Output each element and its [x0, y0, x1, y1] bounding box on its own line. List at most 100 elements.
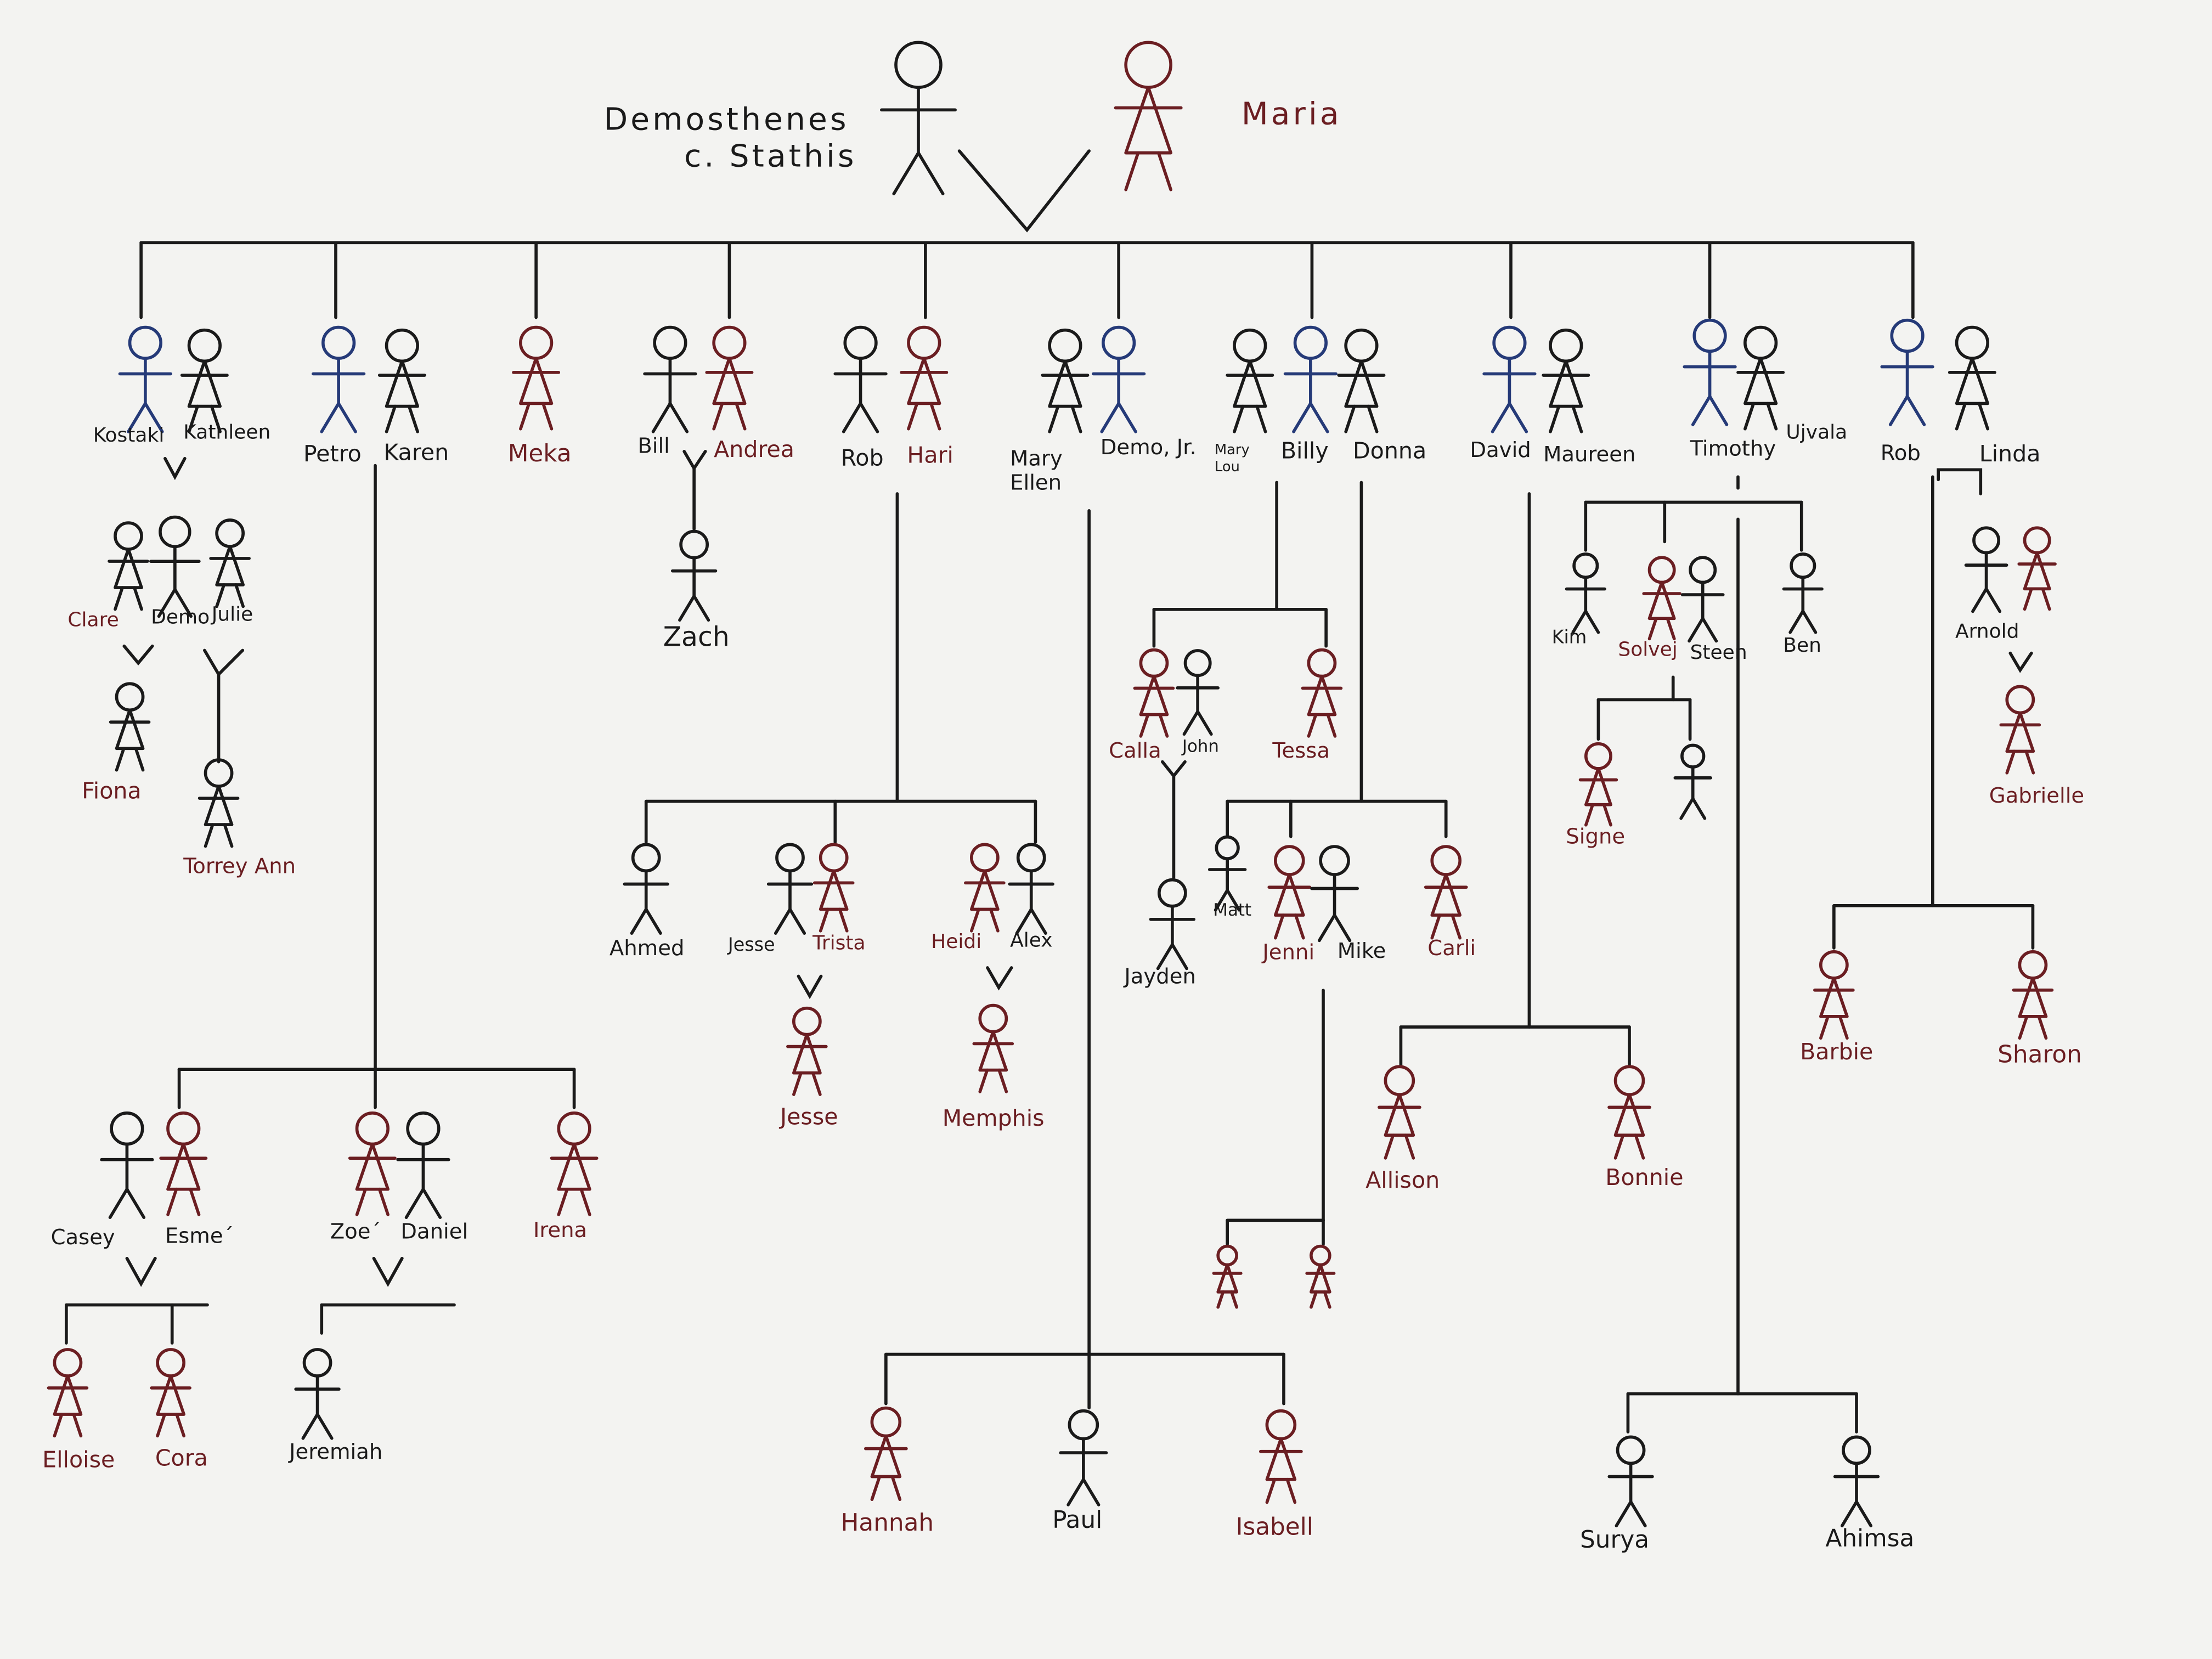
name-jeremiah: Jeremiah — [288, 1440, 382, 1464]
figure-billy — [1283, 325, 1338, 433]
figure-hannah — [864, 1406, 908, 1502]
name-allison: Allison — [1365, 1167, 1440, 1193]
figure-heidi — [964, 843, 1006, 933]
name-mary-lou-line1: Mary — [1215, 442, 1250, 458]
name-zach: Zach — [663, 622, 730, 653]
figure-jesse-2 — [786, 1006, 828, 1096]
name-andrea: Andrea — [714, 436, 794, 462]
name-fiona: Fiona — [82, 777, 142, 804]
name-isabell: Isabell — [1236, 1513, 1313, 1541]
figure-grandchild-2 — [1305, 1244, 1336, 1309]
figure-carli — [1424, 845, 1468, 940]
name-clare: Clare — [67, 609, 119, 631]
name-bill: Bill — [637, 433, 670, 458]
figure-fiona — [109, 682, 151, 772]
figure-paul — [1059, 1409, 1108, 1506]
connector-lines — [65, 149, 2035, 1434]
name-mary-ellen-line1: Mary — [1010, 447, 1063, 471]
name-signe: Signe — [1566, 825, 1625, 849]
figure-elloise — [47, 1348, 89, 1438]
name-barbie: Barbie — [1800, 1039, 1873, 1065]
figure-tessa — [1301, 648, 1343, 738]
figure-petro — [312, 325, 366, 433]
name-ben: Ben — [1783, 634, 1821, 657]
figure-timothy — [1683, 318, 1737, 426]
name-julie: Julie — [211, 603, 253, 625]
name-alex: Alex — [1010, 929, 1052, 951]
name-trista: Trista — [812, 932, 865, 955]
name-ahmed: Ahmed — [610, 936, 685, 961]
name-steen: Steen — [1690, 641, 1747, 664]
name-hannah: Hannah — [841, 1509, 934, 1537]
figure-karen — [377, 328, 426, 433]
figure-john — [1176, 649, 1220, 736]
figure-kathleen — [180, 328, 229, 433]
name-mike: Mike — [1338, 939, 1386, 963]
figure-solvej — [1642, 556, 1681, 641]
figure-andrea — [705, 325, 754, 431]
figure-bill — [643, 325, 697, 433]
figure-maureen — [1542, 328, 1590, 433]
name-david: David — [1470, 438, 1531, 462]
figure-mike — [1310, 845, 1359, 943]
figure-matt — [1207, 835, 1247, 912]
figure-isabell — [1259, 1409, 1303, 1504]
figure-rob-2 — [1880, 318, 1934, 426]
name-irena: Irena — [533, 1218, 587, 1243]
figure-zoe — [348, 1111, 397, 1216]
name-demo: Demo — [151, 606, 210, 629]
figure-trista — [812, 843, 855, 933]
name-ujvala: Ujvala — [1786, 421, 1847, 444]
figure-mary-lou — [1226, 328, 1274, 433]
figure-torrey-ann — [198, 758, 240, 848]
figure-jenni — [1267, 845, 1312, 940]
figure-arnold-partner — [2017, 526, 2057, 611]
name-billy: Billy — [1281, 438, 1329, 464]
figure-ahmed — [623, 843, 669, 935]
name-sharon: Sharon — [1997, 1040, 2082, 1068]
name-calla: Calla — [1109, 738, 1161, 763]
name-bonnie: Bonnie — [1605, 1164, 1683, 1190]
founder-father-name-line1: Demosthenes — [604, 101, 849, 138]
name-tessa: Tessa — [1272, 738, 1330, 763]
figure-kostaki — [118, 325, 172, 433]
name-cora: Cora — [155, 1445, 208, 1471]
figure-jayden — [1149, 878, 1196, 970]
name-demo-jr: Demo, Jr. — [1101, 435, 1197, 460]
figure-linda — [1948, 325, 1996, 431]
figure-ben — [1782, 552, 1824, 634]
stick-figures — [47, 41, 2057, 1527]
name-esme: Esme´ — [165, 1223, 234, 1248]
figure-demo-jr — [1092, 325, 1146, 433]
name-kostaki: Kostaki — [93, 424, 165, 447]
labels: Demosthenes c. Stathis Maria Kostaki Kat… — [42, 95, 2084, 1554]
figure-jesse-1 — [766, 843, 814, 935]
figure-meka — [512, 325, 561, 431]
name-mary-lou-line2: Lou — [1215, 459, 1240, 475]
name-arnold: Arnold — [1955, 620, 2019, 642]
name-karen: Karen — [383, 439, 449, 465]
figure-maria — [1114, 41, 1183, 191]
figure-david — [1482, 325, 1537, 433]
figure-casey — [100, 1111, 154, 1219]
figure-zach — [670, 529, 718, 622]
name-gabrielle: Gabrielle — [1989, 783, 2084, 808]
figure-demosthenes — [880, 41, 957, 196]
name-linda: Linda — [1979, 441, 2041, 467]
figure-barbie — [1813, 950, 1855, 1040]
founder-mother-name: Maria — [1242, 95, 1342, 132]
figure-cora — [150, 1348, 191, 1438]
name-petro: Petro — [303, 441, 362, 467]
name-kim: Kim — [1552, 627, 1587, 648]
figure-julie — [209, 518, 251, 608]
figure-sharon — [2012, 950, 2054, 1040]
figure-hari — [900, 325, 949, 431]
name-jayden: Jayden — [1123, 964, 1195, 989]
figure-signe — [1578, 742, 1618, 827]
figure-arnold — [1964, 526, 2008, 613]
figure-gabrielle — [1999, 685, 2041, 775]
name-rob-1: Rob — [841, 445, 884, 471]
figure-esme — [159, 1111, 208, 1216]
figure-bonnie — [1607, 1065, 1651, 1160]
